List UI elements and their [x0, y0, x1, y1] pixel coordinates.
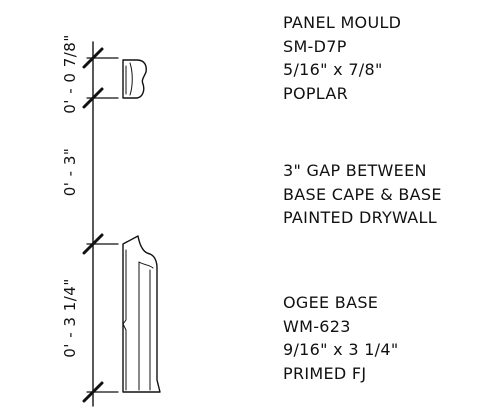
ogee-base-profile — [122, 235, 161, 393]
panel-mould-size: 5/16" x 7/8" — [283, 60, 383, 79]
panel-mould-part-number: SM-D7P — [283, 36, 347, 56]
ogee-base-detail — [122, 249, 154, 391]
gap-note-line-3: PAINTED DRYWALL — [283, 208, 437, 227]
gap-note-line-1: 3" GAP BETWEEN — [283, 161, 427, 180]
dimension-label-ogee-base: 0' - 3 1/4" — [61, 278, 79, 357]
dimension-tick-base-top — [82, 233, 104, 255]
panel-mould-profile — [122, 59, 147, 99]
dimension-tick-panel-bottom — [82, 87, 104, 109]
dimension-label-gap: 0' - 3" — [61, 148, 79, 197]
ogee-base-material: PRIMED FJ — [283, 363, 367, 383]
dimension-tick-top — [82, 47, 104, 69]
panel-mould-material: POPLAR — [283, 83, 349, 103]
panel-mould-title: PANEL MOULD — [283, 13, 402, 32]
ogee-base-part-number: WM-623 — [283, 316, 351, 336]
gap-note: 3" GAP BETWEEN BASE CAPE & BASE PAINTED … — [283, 159, 488, 230]
ogee-base-title: OGEE BASE — [283, 293, 379, 312]
dimension-tick-floor — [82, 381, 104, 403]
panel-mould-note: PANEL MOULD SM-D7P 5/16" x 7/8" POPLAR — [283, 11, 488, 105]
panel-mould-detail — [125, 62, 133, 96]
ogee-base-note: OGEE BASE WM-623 9/16" x 3 1/4" PRIMED F… — [283, 291, 488, 385]
ogee-base-size: 9/16" x 3 1/4" — [283, 340, 399, 359]
dimension-label-panel-mould: 0' - 0 7/8" — [61, 34, 79, 113]
gap-note-line-2: BASE CAPE & BASE — [283, 184, 442, 204]
